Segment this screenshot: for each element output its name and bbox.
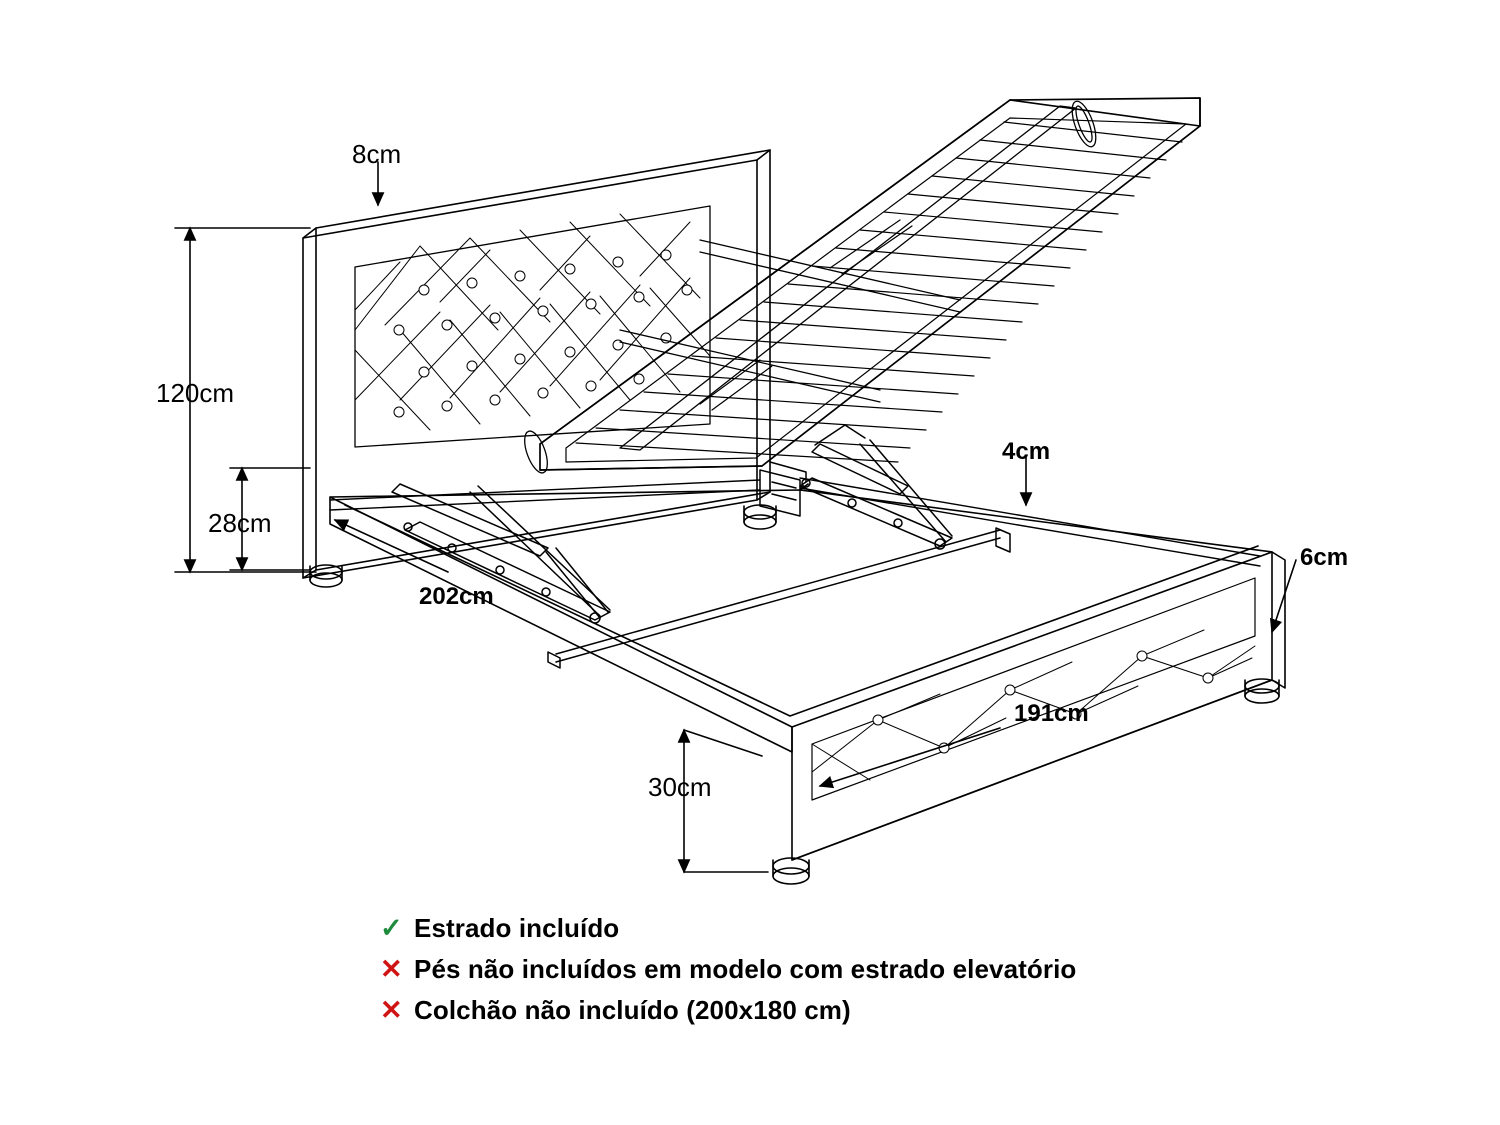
dimension-lines — [174, 161, 1297, 874]
dimension-label-length: 202cm — [419, 583, 494, 610]
lift-mechanism — [329, 424, 1261, 669]
dimension-label-total-height: 120cm — [156, 378, 235, 408]
cross-icon: ✕ — [380, 954, 403, 984]
dimension-label-footboard-height: 30cm — [648, 772, 712, 802]
dimension-label-width: 191cm — [1014, 700, 1089, 727]
bed-feet — [309, 504, 1280, 885]
bed-base — [329, 483, 1286, 861]
check-icon: ✓ — [380, 913, 403, 943]
legend-item-label: Pés não incluídos em modelo com estrado … — [414, 954, 1077, 984]
dimension-label-side-rail-thickness: 4cm — [1002, 438, 1051, 465]
legend-item-slatted-base-included: ✓ Estrado incluído — [380, 908, 1340, 949]
dimension-label-headboard-thickness: 8cm — [352, 139, 402, 169]
legend-item-feet-not-included: ✕ Pés não incluídos em modelo com estrad… — [380, 949, 1340, 990]
legend-item-label: Estrado incluído — [414, 913, 620, 943]
dimension-label-base-height: 28cm — [208, 508, 272, 538]
dimension-label-footboard-thickness: 6cm — [1300, 544, 1349, 571]
legend-item-mattress-not-included: ✕ Colchão não incluído (200x180 cm) — [380, 990, 1340, 1031]
cross-icon: ✕ — [380, 995, 403, 1025]
lift-up-slatted-base — [524, 97, 1201, 474]
legend-item-label: Colchão não incluído (200x180 cm) — [414, 995, 851, 1025]
headboard — [302, 149, 771, 579]
legend: ✓ Estrado incluído ✕ Pés não incluídos e… — [380, 908, 1340, 1031]
